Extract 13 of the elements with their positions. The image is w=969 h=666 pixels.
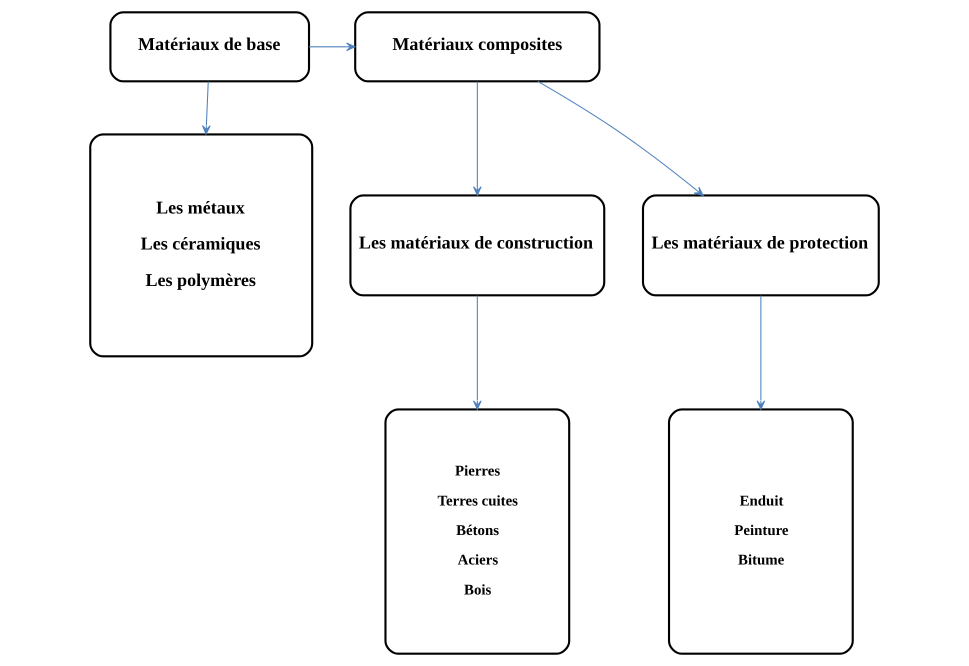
arrow	[202, 82, 211, 135]
arrow	[309, 42, 356, 52]
arrow	[756, 296, 766, 410]
arrow	[472, 296, 482, 410]
node-box: Les matériaux de protection	[642, 194, 880, 296]
node-box: Matériaux de base	[109, 11, 310, 82]
node-box: Les métaux Les céramiques Les polymères	[89, 133, 314, 358]
node-box: Les matériaux de construction	[349, 194, 606, 296]
node-box: Pierres Terres cuites Bétons Aciers Bois	[384, 408, 570, 655]
arrow	[538, 81, 704, 196]
arrow	[472, 82, 482, 196]
node-box: Matériaux composites	[354, 11, 601, 82]
node-box: Enduit Peinture Bitume	[668, 408, 854, 655]
